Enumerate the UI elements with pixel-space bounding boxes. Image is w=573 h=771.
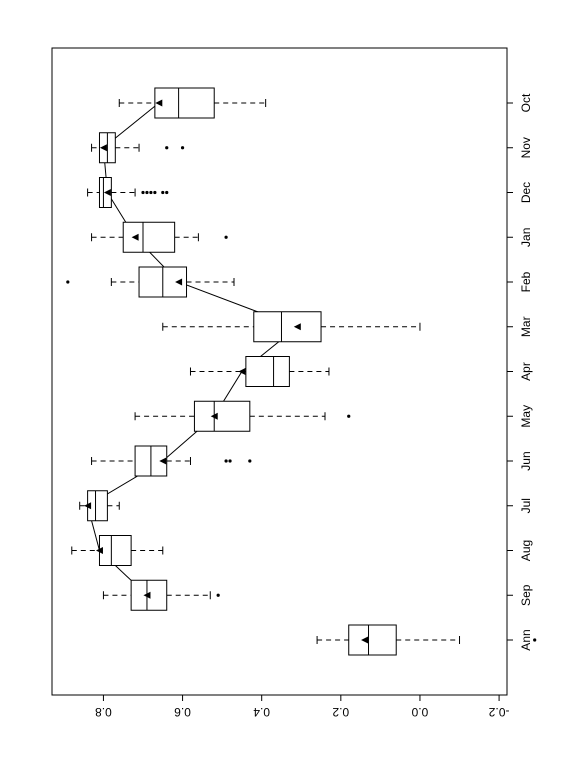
outlier-point [145,190,149,195]
mean-marker [293,323,301,331]
outlier-point [66,280,70,284]
mean-marker [131,233,139,241]
category-tick-label: Feb [519,271,533,292]
box-aug [98,535,132,566]
category-tick-label: Apr [519,362,533,381]
box-apr [245,356,290,387]
category-tick-label: Sep [519,584,533,606]
category-tick-label: Jun [519,451,533,470]
value-tick-label: 0.6 [174,705,191,719]
box-ann [348,624,397,656]
mean-marker [103,189,111,196]
outlier-point [533,638,537,642]
outlier-point [224,459,228,463]
outlier-point [149,190,153,195]
mean-marker [95,547,103,554]
outlier-point [165,146,169,150]
category-tick-label: Mar [519,316,533,337]
category-tick-label: Aug [519,540,533,561]
outlier-point [224,235,228,239]
mean-marker [361,636,369,644]
box-oct [154,87,215,119]
box-may [193,400,251,432]
outlier-point [165,190,169,195]
mean-marker [143,591,151,599]
value-tick-label: 0.8 [95,705,112,719]
mean-marker [155,99,163,107]
outlier-point [216,593,220,597]
value-tick-label: -0.2 [488,705,509,719]
outlier-point [248,459,252,463]
mean-marker [238,368,246,375]
category-tick-label: Dec [519,182,533,203]
category-tick-label: Jul [519,498,533,513]
outlier-point [347,414,351,418]
category-tick-label: May [519,405,533,428]
outlier-point [161,190,165,195]
chart-marks: 0.8 0.6 0.4 0.2 0.0 -0.2 OctNovDecJanFebMarApr… [66,87,537,719]
mean-line [87,102,299,596]
mean-marker [159,457,167,465]
category-tick-label: Ann [519,629,533,650]
category-tick-label: Nov [519,137,533,158]
value-tick-label: 0.0 [411,705,428,719]
outlier-point [228,459,232,463]
category-tick-label: Oct [519,93,533,112]
mean-marker [99,144,107,152]
mean-marker [210,412,218,420]
outlier-point [180,146,185,150]
mean-marker [175,278,183,286]
category-tick-label: Jan [519,228,533,247]
value-tick-label: 0.2 [332,705,349,719]
value-tick-label: 0.4 [253,705,270,719]
outlier-point [141,190,145,195]
outlier-point [153,190,157,195]
mean-marker [84,502,92,510]
box-mar [253,311,322,343]
box-jan [122,221,176,253]
